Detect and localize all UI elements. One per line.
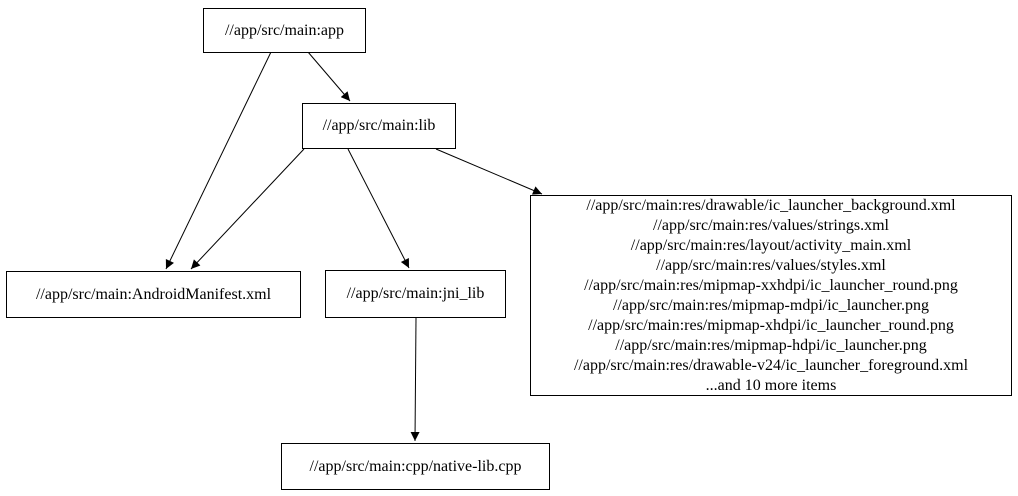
res-file-line: //app/src/main:res/mipmap-xxhdpi/ic_laun… [584,276,958,294]
node-jni-lib-label: //app/src/main:jni_lib [346,285,485,302]
edge-lib-to-jni-lib [347,148,410,269]
edge-app-to-lib [307,51,351,102]
res-file-line: //app/src/main:res/values/styles.xml [656,256,886,274]
node-res-file-group: //app/src/main:res/drawable/ic_launcher_… [530,195,1012,396]
node-native-lib-cpp: //app/src/main:cpp/native-lib.cpp [281,443,550,490]
res-file-line: //app/src/main:res/drawable/ic_launcher_… [586,196,956,214]
node-app-label: //app/src/main:app [224,21,345,39]
res-file-line: //app/src/main:res/mipmap-hdpi/ic_launch… [615,336,927,354]
node-app: //app/src/main:app [203,8,366,53]
res-file-line: //app/src/main:res/layout/activity_main.… [630,236,912,254]
res-file-line: //app/src/main:res/drawable-v24/ic_launc… [573,356,969,374]
node-lib: //app/src/main:lib [302,103,456,149]
node-android-manifest: //app/src/main:AndroidManifest.xml [6,271,301,318]
edge-app-to-android-manifest [165,51,272,270]
node-native-lib-cpp-label: //app/src/main:cpp/native-lib.cpp [309,457,522,475]
res-file-line: //app/src/main:res/values/strings.xml [653,216,889,234]
edge-jni-lib-to-native-lib-cpp [410,317,420,442]
node-lib-label: //app/src/main:lib [322,117,436,134]
node-android-manifest-label: //app/src/main:AndroidManifest.xml [35,285,272,303]
node-jni-lib: //app/src/main:jni_lib [325,270,506,318]
edge-lib-to-android-manifest [190,148,305,270]
res-more-items-line: ...and 10 more items [705,376,837,394]
res-file-line: //app/src/main:res/mipmap-xhdpi/ic_launc… [588,316,954,334]
edge-lib-to-res-group [435,148,543,195]
res-file-line: //app/src/main:res/mipmap-mdpi/ic_launch… [613,296,929,314]
